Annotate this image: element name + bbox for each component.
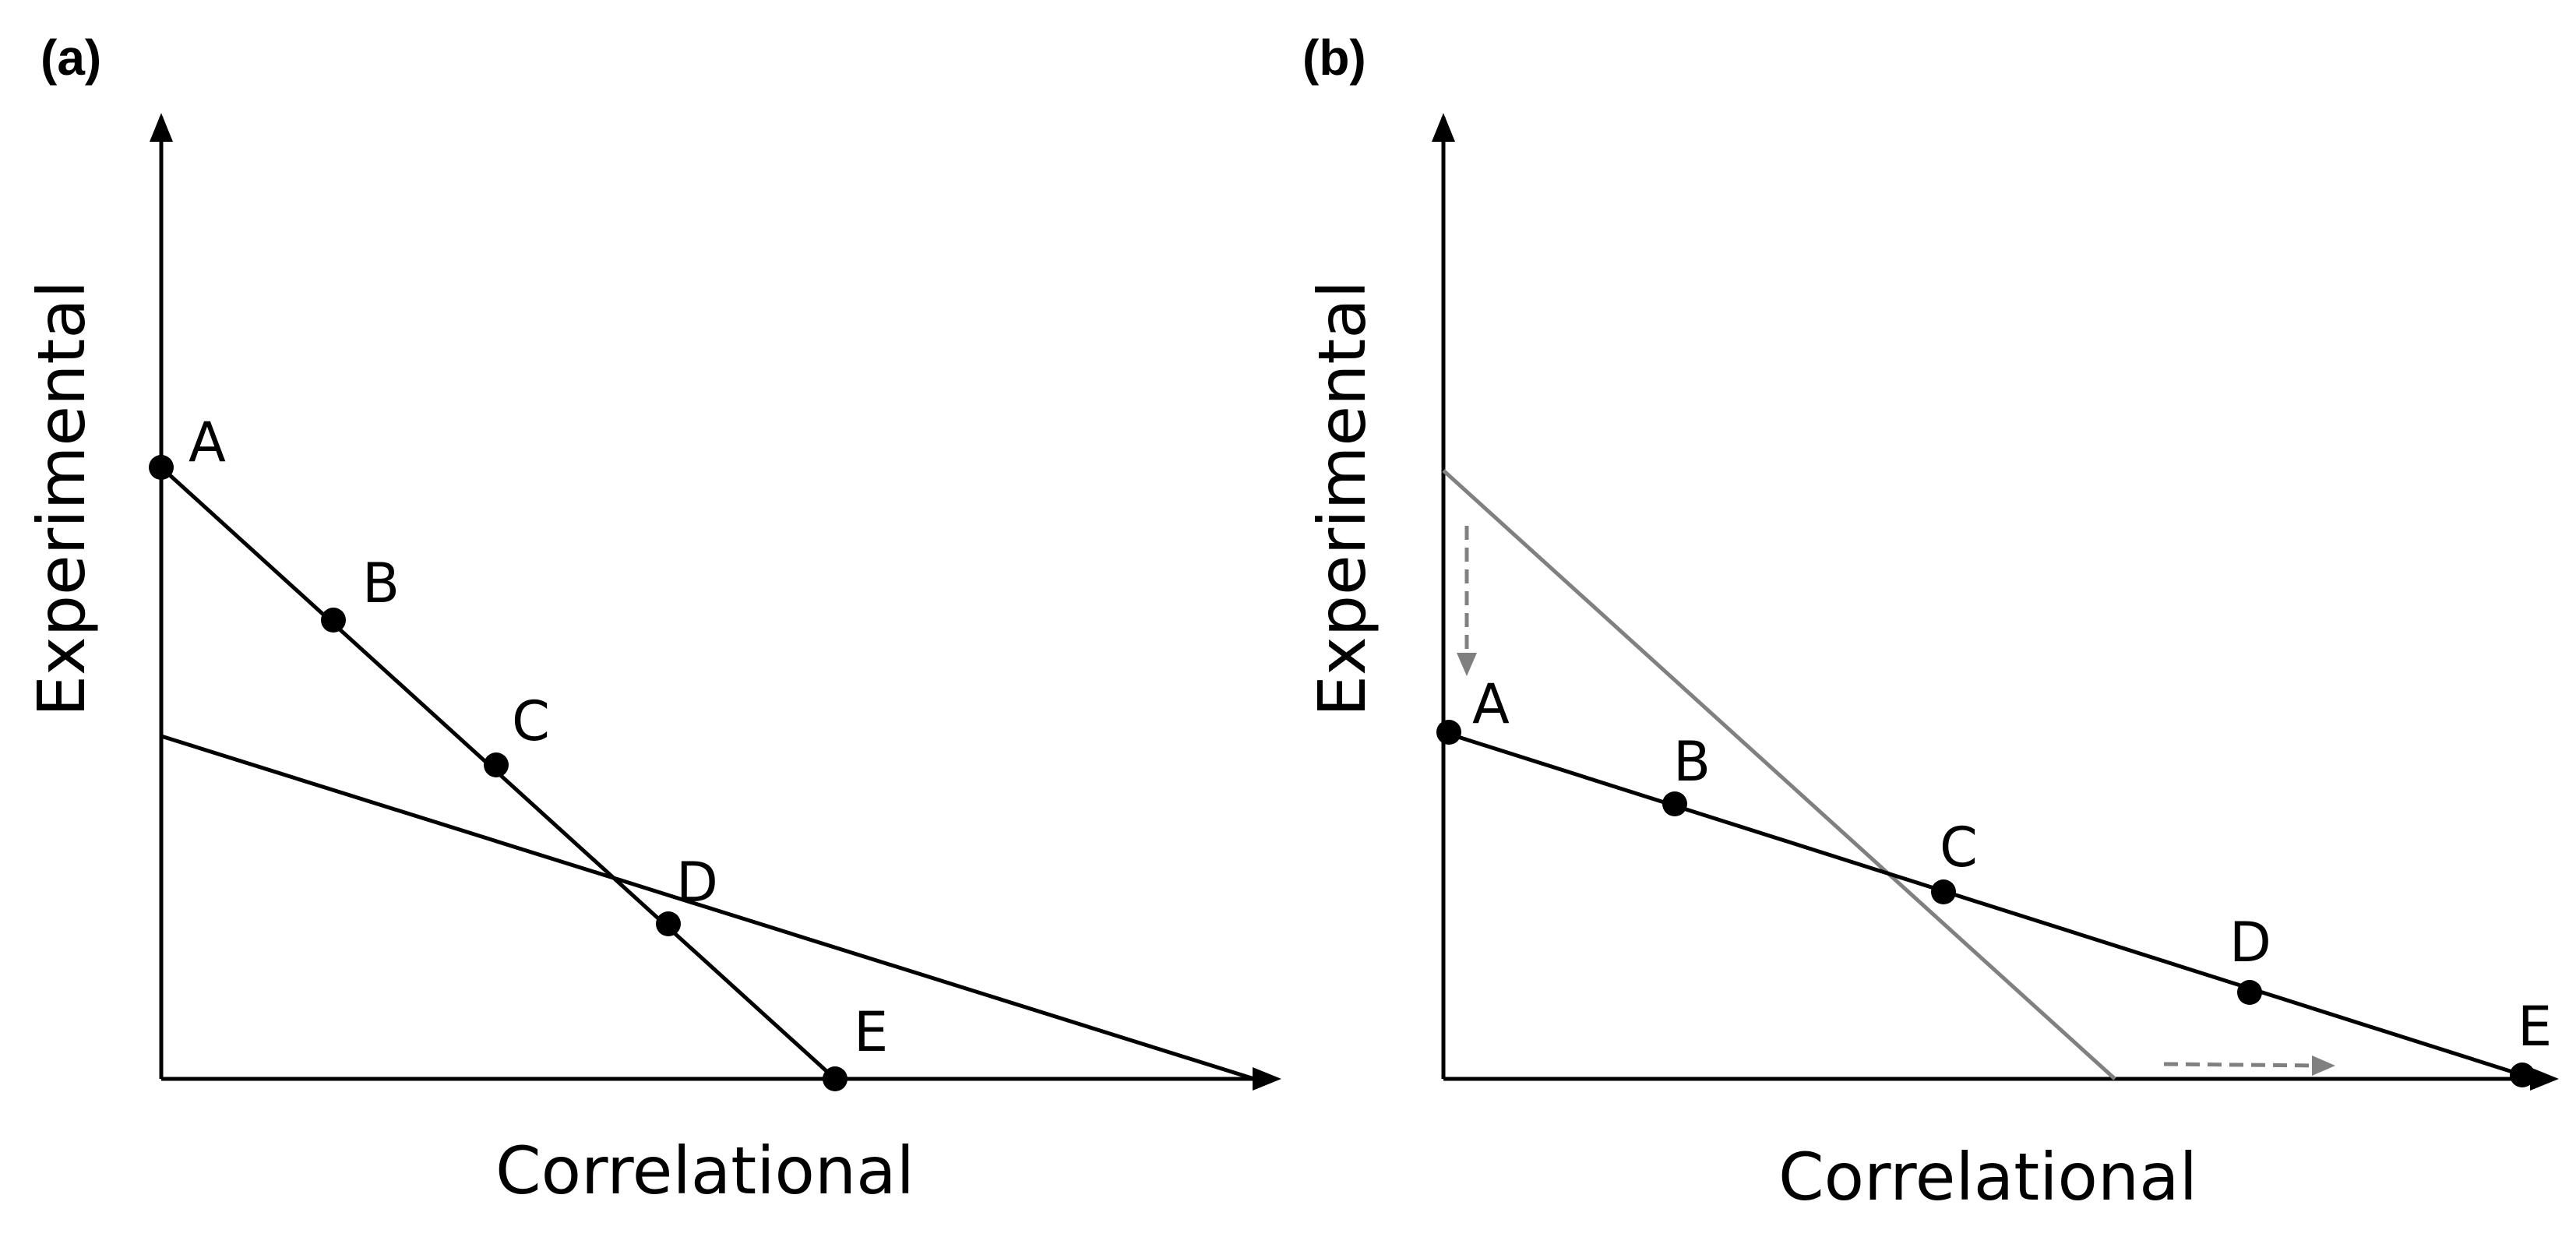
panel-a-point-c-label: C [512, 689, 550, 753]
panel-a-shallow-line [160, 734, 1255, 1081]
panel-b-point-a-label: A [1472, 672, 1510, 736]
panel-a-y-axis-arrowhead [150, 113, 173, 142]
panel-b-y-axis-title: Experimental [1304, 280, 1380, 717]
panel-b-point-d-label: D [2229, 911, 2271, 974]
panel-a-point-c [484, 752, 509, 777]
panel-b-x-axis-arrowhead [2530, 1067, 2559, 1091]
panel-b-point-b [1662, 791, 1687, 816]
panel-b-point-e [2510, 1063, 2535, 1087]
panel-b-label: (b) [1302, 30, 1366, 86]
panel-b-point-d [2237, 980, 2262, 1005]
panel-a-point-b [321, 608, 346, 633]
panel-b-down-dashed-arrowhead [1457, 653, 1477, 676]
panel-a-point-a [149, 455, 174, 480]
panel-b-gray-line [1442, 469, 2116, 1080]
panel-a-point-b-label: B [362, 552, 400, 615]
panel-b: (b) A B C D E Correlational Experimental [1302, 30, 2559, 1215]
panel-b-right-dashed-arrow [2163, 1062, 2321, 1068]
panel-b-point-e-label: E [2518, 995, 2552, 1059]
panel-a: (a) A B C D E Correlational Experimental [23, 30, 1281, 1209]
panel-a-point-d-label: D [676, 851, 718, 915]
panel-a-point-e-label: E [854, 1000, 888, 1064]
panel-b-point-a [1436, 720, 1461, 745]
panel-a-x-axis-arrowhead [1253, 1067, 1281, 1091]
panel-a-point-d [656, 911, 681, 936]
panel-b-point-c [1931, 879, 1956, 904]
panel-b-x-axis-title: Correlational [1778, 1139, 2197, 1215]
panel-b-point-c-label: C [1940, 816, 1978, 879]
panel-a-label: (a) [41, 30, 101, 86]
panel-a-x-axis-title: Correlational [495, 1133, 914, 1209]
panel-b-y-axis-arrowhead [1432, 113, 1455, 142]
panel-b-point-b-label: B [1673, 730, 1711, 794]
panel-a-point-e [823, 1066, 848, 1091]
panel-a-point-a-label: A [189, 411, 226, 474]
panel-a-y-axis-title: Experimental [23, 280, 100, 717]
panel-b-shallow-line [1443, 730, 2523, 1077]
panel-b-right-dashed-arrowhead [2312, 1056, 2335, 1076]
